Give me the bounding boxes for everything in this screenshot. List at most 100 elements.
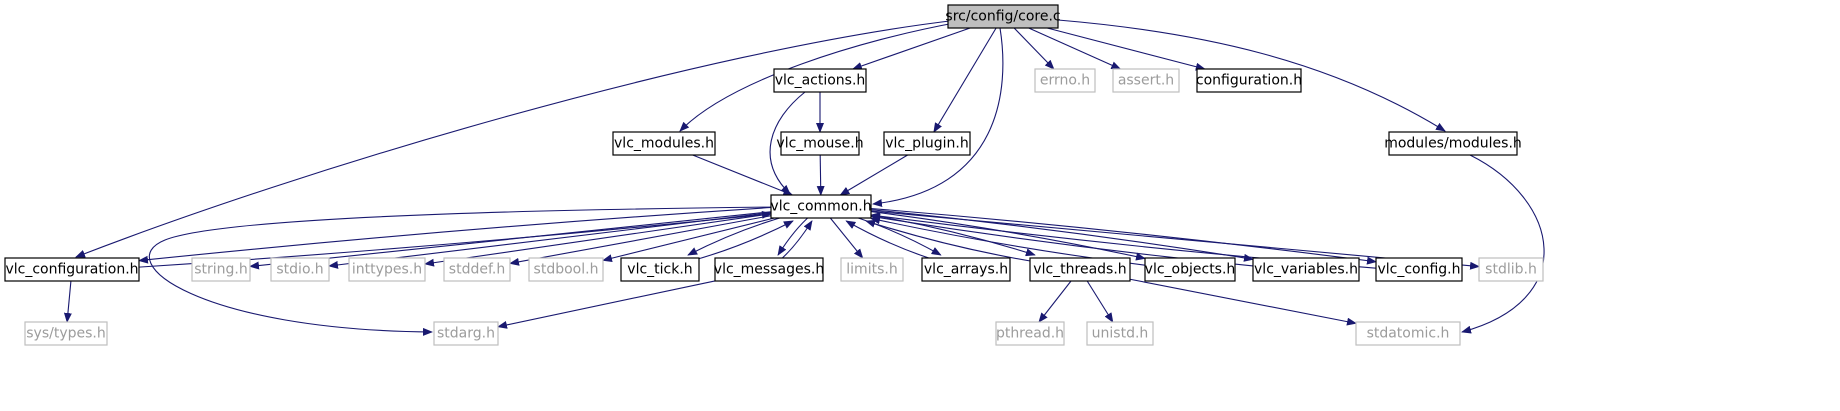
node-label: sys/types.h (26, 326, 105, 342)
edge-modules_h-to-common (692, 154, 794, 196)
node-box (612, 131, 716, 156)
node-label: errno.h (1040, 73, 1090, 89)
node-label: vlc_tick.h (627, 262, 692, 278)
edge-core-to-plugin (933, 27, 997, 133)
node-stdarg: stdarg.h (433, 321, 499, 346)
node-label: vlc_plugin.h (885, 136, 969, 152)
node-box (1144, 257, 1236, 282)
node-label: vlc_messages.h (714, 262, 824, 278)
node-box (770, 194, 872, 219)
node-label: vlc_configuration.h (5, 262, 138, 278)
node-string: string.h (191, 257, 251, 282)
node-label: stddef.h (449, 262, 505, 278)
node-label: string.h (194, 262, 248, 278)
node-label: modules/modules.h (1384, 136, 1522, 152)
edge-common-to-messages (777, 214, 812, 256)
edge-core-to-modules_h (679, 21, 961, 132)
node-box (1112, 68, 1180, 93)
node-label: vlc_variables.h (1254, 262, 1358, 278)
node-threads[interactable]: vlc_threads.h (1029, 257, 1131, 282)
edge-common-to-vconf (138, 206, 772, 264)
edge-common-to-limits (829, 217, 864, 259)
node-label: stdio.h (276, 262, 323, 278)
node-box (191, 257, 251, 282)
edge-core-to-actions (851, 27, 971, 70)
node-label: stdatomic.h (1367, 326, 1450, 342)
node-label: vlc_actions.h (775, 73, 866, 89)
node-box (780, 131, 860, 156)
node-messages[interactable]: vlc_messages.h (714, 257, 824, 282)
node-box (1034, 68, 1096, 93)
node-box (840, 257, 904, 282)
node-label: vlc_common.h (770, 199, 871, 215)
node-label: vlc_config.h (1377, 262, 1460, 278)
node-actions[interactable]: vlc_actions.h (773, 68, 867, 93)
node-box (921, 257, 1011, 282)
node-box (1375, 257, 1463, 282)
node-label: vlc_mouse.h (776, 136, 863, 152)
node-label: unistd.h (1092, 326, 1149, 342)
node-arrays[interactable]: vlc_arrays.h (921, 257, 1011, 282)
node-vconf[interactable]: vlc_configuration.h (4, 257, 140, 282)
node-pthread: pthread.h (995, 321, 1065, 346)
node-label: vlc_threads.h (1033, 262, 1126, 278)
node-label: vlc_objects.h (1145, 262, 1236, 278)
node-plugin[interactable]: vlc_plugin.h (883, 131, 971, 156)
node-box (443, 257, 511, 282)
edge-common-to-stddef (509, 215, 772, 266)
edge-tick-to-common (690, 220, 794, 262)
edge-common-to-stdbool (602, 217, 775, 263)
node-box (1355, 321, 1461, 346)
node-box (4, 257, 140, 282)
node-label: src/config/core.c (945, 9, 1060, 25)
node-stdatomic: stdatomic.h (1355, 321, 1461, 346)
node-modules_h[interactable]: vlc_modules.h (612, 131, 716, 156)
node-common[interactable]: vlc_common.h (770, 194, 872, 219)
node-stdbool: stdbool.h (528, 257, 604, 282)
node-box (348, 257, 426, 282)
node-box (947, 4, 1059, 29)
node-box (528, 257, 604, 282)
node-box (270, 257, 330, 282)
node-mouse[interactable]: vlc_mouse.h (776, 131, 864, 156)
node-box (433, 321, 499, 346)
node-objects[interactable]: vlc_objects.h (1144, 257, 1236, 282)
edge-core-to-assert (1028, 27, 1122, 70)
node-label: configuration.h (1196, 73, 1302, 89)
node-label: stdlib.h (1485, 262, 1537, 278)
node-label: vlc_arrays.h (924, 262, 1008, 278)
node-limits: limits.h (840, 257, 904, 282)
edge-plugin-to-common (839, 154, 908, 196)
node-core[interactable]: src/config/core.c (945, 4, 1061, 29)
node-box (620, 257, 700, 282)
edge-layer (63, 19, 1545, 336)
edge-common-to-variables (870, 209, 1254, 262)
node-modmod[interactable]: modules/modules.h (1384, 131, 1522, 156)
node-label: stdbool.h (534, 262, 599, 278)
node-tick[interactable]: vlc_tick.h (620, 257, 700, 282)
node-configuration_h[interactable]: configuration.h (1196, 68, 1302, 93)
edge-common-to-stdarg (148, 206, 776, 336)
node-variables[interactable]: vlc_variables.h (1252, 257, 1360, 282)
node-box (773, 68, 867, 93)
node-box (1478, 257, 1544, 282)
edge-modmod-to-stdatomic (1461, 154, 1545, 334)
node-label: stdarg.h (437, 326, 495, 342)
edge-common-to-config (870, 207, 1377, 265)
node-config[interactable]: vlc_config.h (1375, 257, 1463, 282)
node-box (1029, 257, 1131, 282)
edge-vconf-to-systypes (63, 280, 72, 323)
edge-threads-to-stdatomic (1129, 278, 1357, 326)
edge-common-to-arrays (848, 214, 942, 256)
node-stddef: stddef.h (443, 257, 511, 282)
node-box (1388, 131, 1518, 156)
edge-threads-to-pthread (1038, 280, 1072, 323)
node-box (1196, 68, 1302, 93)
node-label: vlc_modules.h (614, 136, 714, 152)
node-box (714, 257, 824, 282)
edge-messages-to-stdarg (497, 280, 716, 329)
node-label: limits.h (846, 262, 897, 278)
node-assert: assert.h (1112, 68, 1180, 93)
node-box (883, 131, 971, 156)
